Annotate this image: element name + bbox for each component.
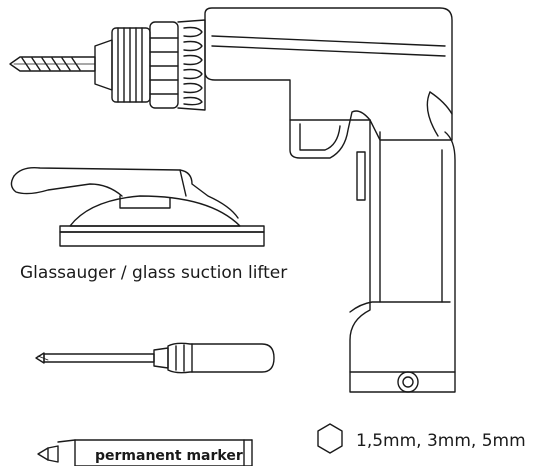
suction-lifter-label: Glassauger / glass suction lifter (20, 263, 287, 283)
drill-handle (349, 119, 456, 393)
marker-icon (37, 439, 253, 466)
drill-body (204, 7, 453, 159)
suction-lifter-icon (10, 166, 265, 247)
phillips-screwdriver-icon (35, 342, 275, 374)
hex-sizes-label: 1,5mm, 3mm, 5mm (356, 431, 526, 451)
drill-chuck (94, 19, 206, 111)
cordless-drill-icon (9, 7, 456, 393)
drill-bit (9, 56, 96, 72)
marker-label: permanent marker (95, 448, 243, 464)
hex-key-icon (317, 423, 343, 454)
